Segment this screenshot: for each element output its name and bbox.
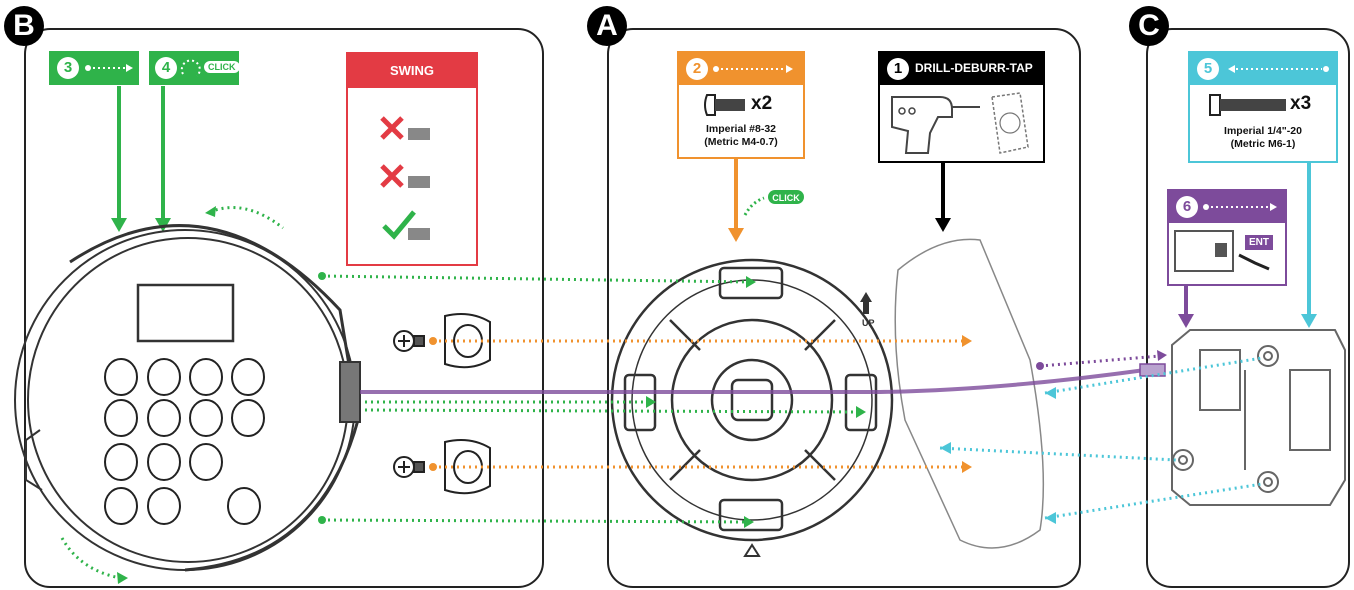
step3-number: 3	[57, 57, 79, 79]
step5-metric: (Metric M6-1)	[1230, 138, 1296, 150]
step6-box: 6 ENT	[1167, 189, 1287, 286]
green-dotted-lines	[321, 274, 861, 524]
step5-box: 5 x3 Imperial 1/4"-20 (Metric M6-1)	[1188, 51, 1338, 163]
swing-correct	[382, 210, 430, 240]
screw-bottom	[393, 439, 491, 495]
keypad	[14, 224, 361, 572]
dotted-arrow-icon	[713, 65, 793, 73]
dotted-arrow-icon	[85, 64, 133, 72]
step2-spec: Imperial #8-32	[705, 123, 777, 135]
swing-wrong-2	[380, 164, 430, 188]
step2-metric: (Metric M4-0.7)	[704, 136, 778, 148]
step2-count: x2	[751, 93, 773, 114]
panel-b-letter: B	[4, 6, 44, 46]
panel-a-letter: A	[587, 6, 627, 46]
step3-arrowhead	[111, 218, 127, 232]
panel-c-letter: C	[1129, 6, 1169, 46]
mounting-plate	[610, 258, 894, 542]
swing-box: SWING	[346, 52, 478, 266]
step2-number: 2	[686, 58, 708, 80]
click-badge-a: CLICK	[743, 190, 804, 216]
purple-dotted	[1039, 354, 1161, 368]
step5-count: x3	[1290, 93, 1312, 114]
small-screw-icon	[704, 94, 745, 116]
plate-marker-triangle	[743, 543, 761, 557]
swing-title: SWING	[348, 54, 476, 88]
step4-number: 4	[155, 57, 177, 79]
lock-body	[1171, 329, 1346, 506]
step2-box: 2 x2 Imperial #8-32 (Metric M4-0.7)	[677, 51, 805, 159]
svg-text:CLICK: CLICK	[772, 193, 800, 203]
step1-number: 1	[887, 58, 909, 80]
drill-icon	[891, 92, 1029, 154]
screw-top	[393, 313, 491, 369]
cable	[360, 368, 1146, 394]
step5-number: 5	[1197, 58, 1219, 80]
cyan-dotted-lines	[939, 356, 1263, 520]
step6-ent-tag: ENT	[1245, 235, 1273, 250]
dotted-arrow-left-icon	[1228, 65, 1329, 73]
dotted-arrow-icon	[1203, 203, 1277, 211]
rotate-arrow-bottom	[60, 537, 121, 580]
drill-template	[894, 238, 1045, 549]
green-arrowheads	[318, 272, 866, 528]
step3-box: 3	[49, 51, 139, 85]
svg-text:UP: UP	[862, 318, 875, 328]
step4-box: 4 CLICK	[149, 51, 240, 85]
step4-click-badge: CLICK	[204, 61, 240, 73]
step1-label: DRILL-DEBURR-TAP	[915, 61, 1033, 75]
step6-number: 6	[1176, 196, 1198, 218]
rotate-arrow-top	[209, 206, 284, 230]
step5-spec: Imperial 1/4"-20	[1224, 125, 1302, 137]
orange-dotted-lines	[433, 339, 965, 469]
step1-box: 1 DRILL-DEBURR-TAP	[878, 51, 1045, 163]
rotate-click-icon	[180, 59, 201, 77]
long-screw-icon	[1209, 94, 1286, 116]
keypad-buttons	[104, 358, 265, 525]
up-marker: UP	[860, 292, 875, 328]
swing-options	[380, 116, 430, 240]
connector-icon	[1174, 230, 1270, 272]
swing-wrong-1	[380, 116, 430, 140]
